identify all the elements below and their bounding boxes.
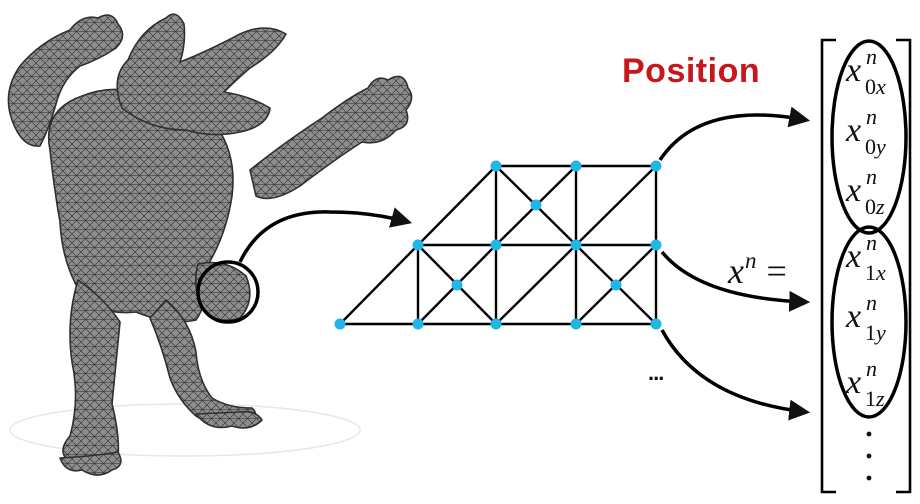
left-bracket (820, 38, 836, 494)
vector-arrows (658, 106, 811, 421)
vertex-0-ellipse (830, 39, 908, 235)
component-base: x (846, 364, 862, 401)
component-axis: z (876, 386, 885, 411)
vector-equation-label: xn = (728, 248, 787, 292)
highlight-circle (196, 260, 260, 324)
vertex (490, 160, 502, 172)
component-axis: y (876, 320, 886, 345)
component-1-y: x n 1y (846, 290, 886, 345)
component-index: 0 (865, 194, 876, 219)
arrow-vertex-1 (660, 250, 811, 312)
mesh-vertices (334, 160, 662, 330)
component-index: 0 (865, 74, 876, 99)
eq-base: x (728, 251, 744, 291)
component-axis: x (876, 74, 886, 99)
component-1-z: x n 1z (846, 356, 885, 411)
component-base: x (846, 112, 862, 149)
component-sup: n (866, 356, 877, 381)
right-bracket (896, 38, 912, 494)
component-base: x (846, 172, 862, 209)
zoom-arrow (238, 207, 413, 263)
component-axis: x (876, 260, 886, 285)
component-base: x (846, 298, 862, 335)
vertex-1-ellipse (830, 225, 908, 419)
vertex (610, 279, 622, 291)
component-axis: y (876, 134, 886, 159)
component-base: x (846, 238, 862, 275)
eq-sign: = (766, 251, 787, 291)
arrow-vertex-0 (658, 106, 811, 161)
component-sup: n (866, 290, 877, 315)
armadillo-mesh-icon (7, 13, 413, 476)
vertex (412, 239, 424, 251)
component-sup: n (866, 164, 877, 189)
more-vertices-ellipsis: ... (648, 360, 664, 385)
component-index: 1 (865, 320, 876, 345)
vertex (530, 199, 542, 211)
component-1-x: x n 1x (846, 230, 886, 285)
vertex (570, 160, 582, 172)
component-sup: n (866, 44, 877, 69)
component-0-z: x n 0z (846, 164, 885, 219)
vertex (490, 318, 502, 330)
component-0-y: x n 0y (846, 104, 886, 159)
vertex (650, 239, 662, 251)
vertex (570, 318, 582, 330)
vertex (570, 239, 582, 251)
vertex (650, 160, 662, 172)
vertex (334, 318, 346, 330)
vertex (451, 279, 463, 291)
arrow-vertex-2 (660, 329, 811, 421)
vertex (490, 239, 502, 251)
vertical-ellipsis (866, 431, 872, 481)
component-index: 1 (865, 260, 876, 285)
component-0-x: x n 0x (846, 44, 886, 99)
component-sup: n (866, 230, 877, 255)
component-sup: n (866, 104, 877, 129)
vertex (650, 318, 662, 330)
component-axis: z (876, 194, 885, 219)
vertex (412, 318, 424, 330)
component-base: x (846, 52, 862, 89)
position-title: Position (622, 52, 761, 90)
vector-brackets (820, 38, 912, 494)
eq-superscript: n (744, 248, 757, 273)
component-index: 0 (865, 134, 876, 159)
component-index: 1 (865, 386, 876, 411)
